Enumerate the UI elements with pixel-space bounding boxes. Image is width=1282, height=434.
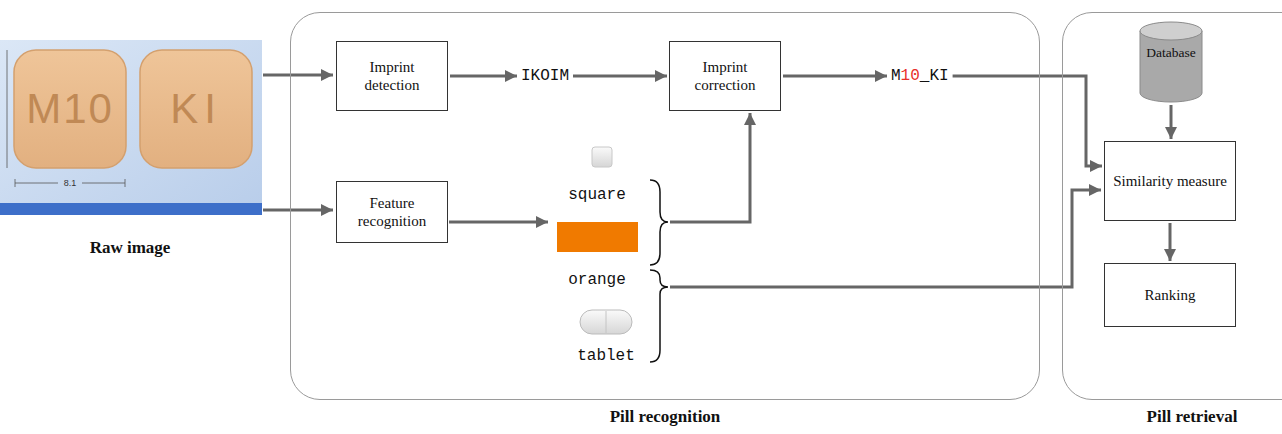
flow-arrow <box>1170 105 1173 139</box>
imprint-text: IKOIM <box>519 63 571 89</box>
highlight: 10 <box>901 67 920 85</box>
flow-arrow <box>573 75 667 78</box>
box-label: Database <box>1139 45 1203 61</box>
process-box: Similarity measure <box>1104 141 1236 221</box>
imprint-string: M10_KI <box>891 67 949 85</box>
feature-label: square <box>568 186 626 204</box>
process-box: Feature recognition <box>336 181 448 243</box>
process-box: Imprint correction <box>669 41 781 111</box>
feature-icons <box>557 147 638 334</box>
process-box: Imprint detection <box>336 41 448 111</box>
process-box: Ranking <box>1104 263 1236 327</box>
box-label: Similarity measure <box>1113 172 1227 190</box>
flow-arrow <box>1169 223 1172 261</box>
image-caption: Raw image <box>90 238 171 258</box>
group-panel: Pill recognitionImprint detectionIKOIMIm… <box>290 12 1040 400</box>
flow-arrow <box>783 75 887 78</box>
flow-arrow <box>450 75 517 78</box>
imprint-text: M10_KI <box>889 63 951 89</box>
flow-arrow <box>953 76 1102 166</box>
dimension-label: 8.1 <box>64 178 77 188</box>
feature-label: tablet <box>577 347 635 365</box>
group-panel: Pill retrievalDatabaseSimilarity measure… <box>1062 12 1282 400</box>
raw-image <box>0 40 262 215</box>
panel-title: Pill recognition <box>291 407 1039 427</box>
database-cylinder: Database <box>1139 21 1203 103</box>
braces <box>650 180 668 362</box>
box-label: Ranking <box>1145 286 1196 304</box>
box-label: Feature recognition <box>343 194 441 230</box>
pill-imprint: M10 <box>26 85 114 133</box>
pill-imprint: KI <box>170 85 222 133</box>
box-label: Imprint correction <box>676 58 774 94</box>
feature-label: orange <box>568 271 626 289</box>
panel-title: Pill retrieval <box>1063 407 1282 427</box>
imprint-string: IKOIM <box>521 67 569 85</box>
cylinder-shape <box>1139 21 1203 103</box>
box-label: Imprint detection <box>343 58 441 94</box>
